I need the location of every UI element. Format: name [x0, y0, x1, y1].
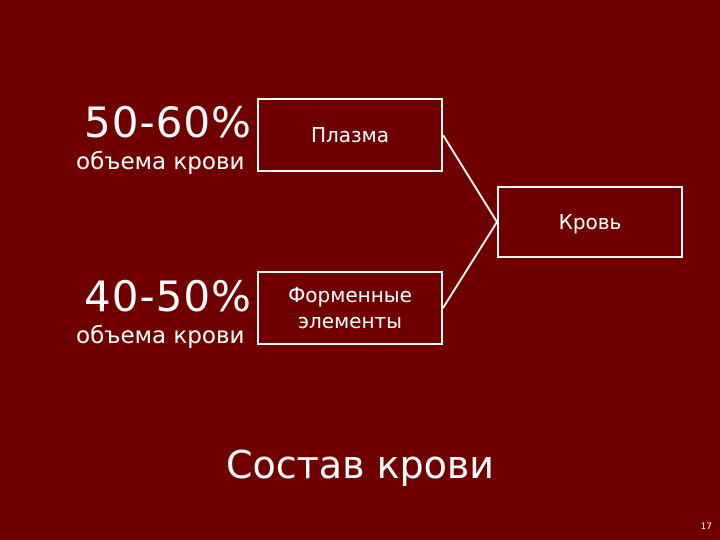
- plasma-to-blood-connector: [442, 134, 498, 223]
- blood-box: Кровь: [497, 186, 683, 258]
- plasma-box: Плазма: [257, 98, 443, 172]
- page-number: 17: [700, 522, 712, 532]
- formed-elements-box: Форменные элементы: [257, 271, 443, 345]
- slide-title: Состав крови: [226, 443, 494, 487]
- formed-to-blood-connector: [442, 221, 498, 309]
- formed-elements-percent-caption: объема крови: [76, 323, 245, 349]
- plasma-percent: 50-60%: [84, 98, 252, 147]
- formed-elements-percent: 40-50%: [84, 272, 252, 321]
- formed-elements-box-label: Форменные элементы: [288, 283, 412, 333]
- blood-box-label: Кровь: [558, 210, 622, 234]
- plasma-box-label: Плазма: [310, 123, 390, 147]
- plasma-percent-caption: объема крови: [76, 149, 245, 175]
